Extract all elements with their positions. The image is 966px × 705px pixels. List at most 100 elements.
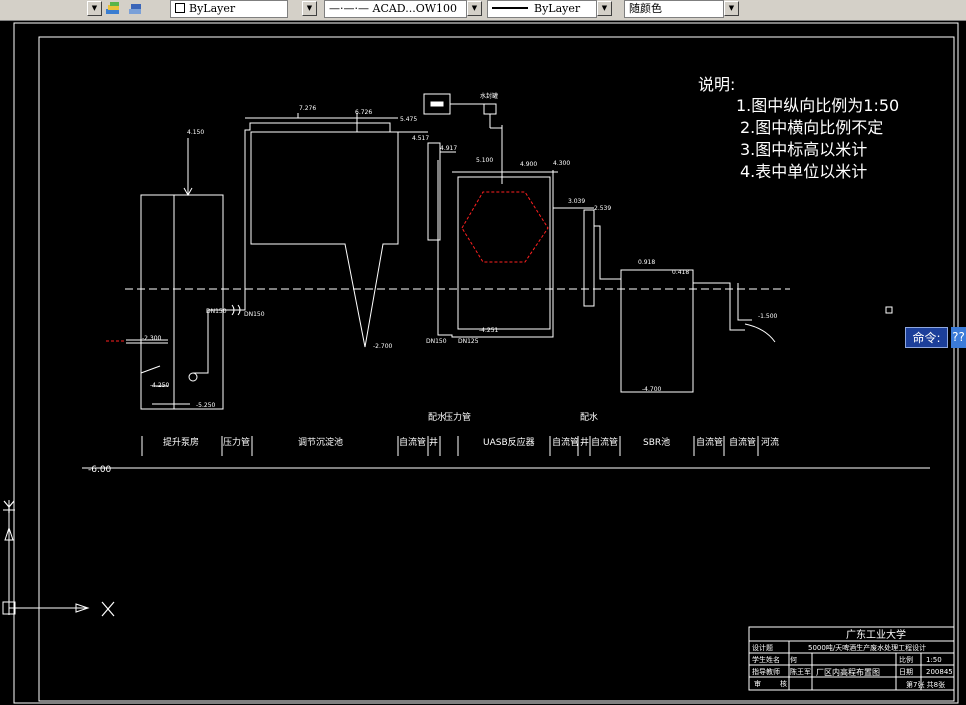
plotstyle-combo-value: 随颜色 [629, 2, 662, 15]
section-dist-well-1: 配水 [428, 411, 446, 423]
note-line-4: 4.表中单位以米计 [740, 162, 867, 181]
tb-row-design: 设计题 [752, 643, 773, 652]
label-water-tank: 水封罐 [480, 92, 498, 100]
color-dropdown-button[interactable]: ▼ [302, 1, 317, 16]
pump-icon [188, 372, 198, 382]
label-dn150-a: DN150 [206, 308, 227, 315]
ucs-x-glyph [101, 601, 115, 617]
tb-date-label: 日期 [899, 668, 913, 676]
elev-6726: 6.726 [355, 109, 372, 116]
layer-previous-icon[interactable] [126, 1, 144, 17]
elev-n2700: -2.700 [373, 343, 393, 350]
section-pump-room: 提升泵房 [163, 436, 199, 448]
lineweight-dropdown-button[interactable]: ▼ [597, 1, 612, 16]
tb-sheet: 第7张 共8张 [906, 680, 945, 689]
uasb-reactor [457, 176, 551, 330]
elev-n5250: -5.250 [196, 402, 216, 409]
pipe-break-symbol [231, 304, 241, 316]
sbr-tank [620, 269, 694, 393]
regulating-tank [250, 131, 399, 348]
command-input[interactable]: ?? [951, 327, 966, 348]
lineweight-combo-value: ByLayer [534, 2, 581, 15]
linetype-combo-value: ACAD...OW100 [372, 2, 458, 15]
title-block [748, 626, 955, 691]
three-phase-separator [461, 191, 549, 263]
inner-frame [38, 36, 955, 702]
elev-0418: 0.418 [672, 269, 689, 276]
plotstyle-dropdown-button[interactable]: ▼ [724, 1, 739, 16]
elev-n1500: -1.500 [758, 313, 778, 320]
tb-drawing-name: 厂区内高程布置图 [816, 667, 880, 677]
note-line-2: 2.图中横向比例不定 [740, 118, 883, 137]
elev-4300: 4.300 [553, 160, 570, 167]
section-uasb: UASB反应器 [483, 436, 535, 448]
section-well-2: 井 [580, 436, 589, 448]
tb-row-student: 学生姓名 [752, 655, 780, 664]
elev-7276: 7.276 [299, 105, 316, 112]
elev-5475: 5.475 [400, 116, 417, 123]
elev-5100: 5.100 [476, 157, 493, 164]
elev-n2300: -2.300 [142, 335, 162, 342]
distribution-well-1 [427, 142, 441, 241]
note-line-3: 3.图中标高以米计 [740, 140, 867, 159]
tb-scale-label: 比例 [899, 655, 913, 664]
label-dn150-b: DN150 [244, 311, 265, 318]
grip-marker [885, 306, 893, 314]
linetype-preview-icon: —·—·— [329, 2, 369, 15]
command-prompt-label: 命令: [905, 327, 948, 348]
elev-n6000: -6.00 [88, 465, 112, 475]
section-gravity-pipe-5: 自流管 [729, 436, 756, 448]
elev-3039: 3.039 [568, 198, 585, 205]
section-river: 河流 [761, 436, 779, 448]
color-combo-value: ByLayer [189, 2, 236, 15]
lineweight-combo[interactable]: ByLayer [487, 0, 597, 18]
section-gravity-pipe-3: 自流管 [591, 436, 618, 448]
elev-n4700: -4.700 [642, 386, 662, 393]
section-dist-well-2: 配水 [580, 411, 598, 423]
elev-0918: 0.918 [638, 259, 655, 266]
tb-project: 5000吨/天啤酒生产废水处理工程设计 [808, 643, 926, 652]
properties-toolbar: ▼ ByLayer ▼ —·—·— ACAD...OW100 ▼ ByLayer… [0, 0, 966, 21]
tb-school: 广东工业大学 [846, 628, 906, 641]
section-well-1: 井 [429, 436, 438, 448]
tb-student-name: 何 [790, 655, 797, 664]
section-pressure-pipe-1: 压力管 [223, 436, 250, 448]
pressure-pipe [235, 122, 391, 311]
tb-row-review: 审 [754, 679, 761, 688]
plotstyle-combo[interactable]: 随颜色 [624, 0, 724, 18]
section-gravity-pipe-1: 自流管 [399, 436, 426, 448]
color-combo[interactable]: ByLayer [170, 0, 288, 18]
section-gravity-pipe-2: 自流管 [552, 436, 579, 448]
distribution-well-2 [583, 209, 595, 307]
pump-room [126, 138, 235, 410]
note-line-1: 1.图中纵向比例为1:50 [736, 96, 899, 115]
tb-row-review-2: 核 [780, 679, 787, 688]
layer-properties-icon[interactable] [104, 1, 122, 17]
elev-4900: 4.900 [520, 161, 537, 168]
lineweight-preview-icon [492, 7, 528, 9]
elev-4917: 4.917 [440, 145, 457, 152]
linetype-combo[interactable]: —·—·— ACAD...OW100 [324, 0, 467, 18]
label-dn150-c: DN150 [426, 338, 447, 345]
tb-date-value: 200845 [926, 668, 953, 676]
elev-n4251: -4.251 [479, 327, 499, 334]
tb-row-advisor: 指导教师 [752, 667, 780, 676]
section-pressure-pipe-2: 压力管 [444, 411, 471, 423]
ucs-icon [2, 500, 90, 615]
elev-4517: 4.517 [412, 135, 429, 142]
color-swatch-icon [175, 3, 185, 13]
drawing-canvas[interactable]: 说明: 1.图中纵向比例为1:50 2.图中横向比例不定 3.图中标高以米计 4… [0, 20, 966, 705]
tb-scale-value: 1:50 [926, 656, 942, 664]
section-regulating-tank: 调节沉淀池 [298, 436, 343, 448]
linetype-dropdown-button[interactable]: ▼ [467, 1, 482, 16]
elev-n4250: -4.250 [150, 382, 170, 389]
elev-2539: 2.539 [594, 205, 611, 212]
layer-state-dropdown[interactable]: ▼ [87, 1, 102, 16]
outer-frame [13, 22, 959, 704]
river-outlet-symbol [744, 323, 776, 343]
section-sbr: SBR池 [643, 436, 670, 448]
ucs-y-glyph [3, 500, 15, 513]
label-dn125: DN125 [458, 338, 479, 345]
tb-advisor-name: 陈王军 [790, 667, 811, 676]
elev-4150: 4.150 [187, 129, 204, 136]
